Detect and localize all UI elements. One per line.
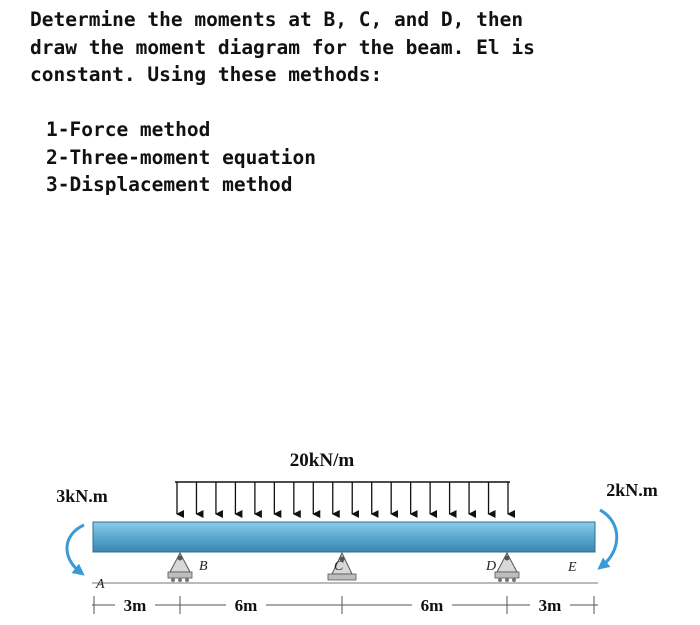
left-moment-label: 3kN.m (56, 486, 108, 506)
right-moment-label: 2kN.m (606, 480, 658, 500)
support-label-d: D (485, 559, 496, 574)
distributed-load (175, 481, 515, 518)
support-label-e: E (567, 560, 577, 575)
load-arrows (176, 482, 515, 518)
method-item: 3-Displacement method (46, 173, 293, 196)
load-label: 20kN/m (290, 450, 355, 471)
span-cd-label: 6m (421, 596, 444, 615)
method-item: 2-Three-moment equation (46, 145, 317, 169)
methods-list: 1-Force method 2-Three-moment equation 3… (46, 116, 316, 199)
support-label-b: B (199, 559, 208, 574)
support-d (494, 551, 520, 582)
right-moment-arrow-icon (597, 508, 619, 570)
dimension-line (92, 596, 598, 614)
left-moment-arrow-icon (65, 523, 85, 576)
support-label-a: A (95, 577, 105, 592)
beam (92, 521, 596, 553)
span-ab-label: 3m (124, 596, 147, 615)
support-label-c: C (334, 559, 344, 574)
support-b (167, 551, 193, 582)
span-de-label: 3m (539, 596, 562, 615)
problem-statement: Determine the moments at B, C, and D, th… (30, 8, 535, 86)
method-item: 1-Force method (46, 118, 211, 141)
span-bc-label: 6m (235, 596, 258, 615)
support-c (327, 551, 357, 581)
beam-diagram: 20kN/m 3kN.m 2kN.m B C D A E (56, 450, 658, 615)
